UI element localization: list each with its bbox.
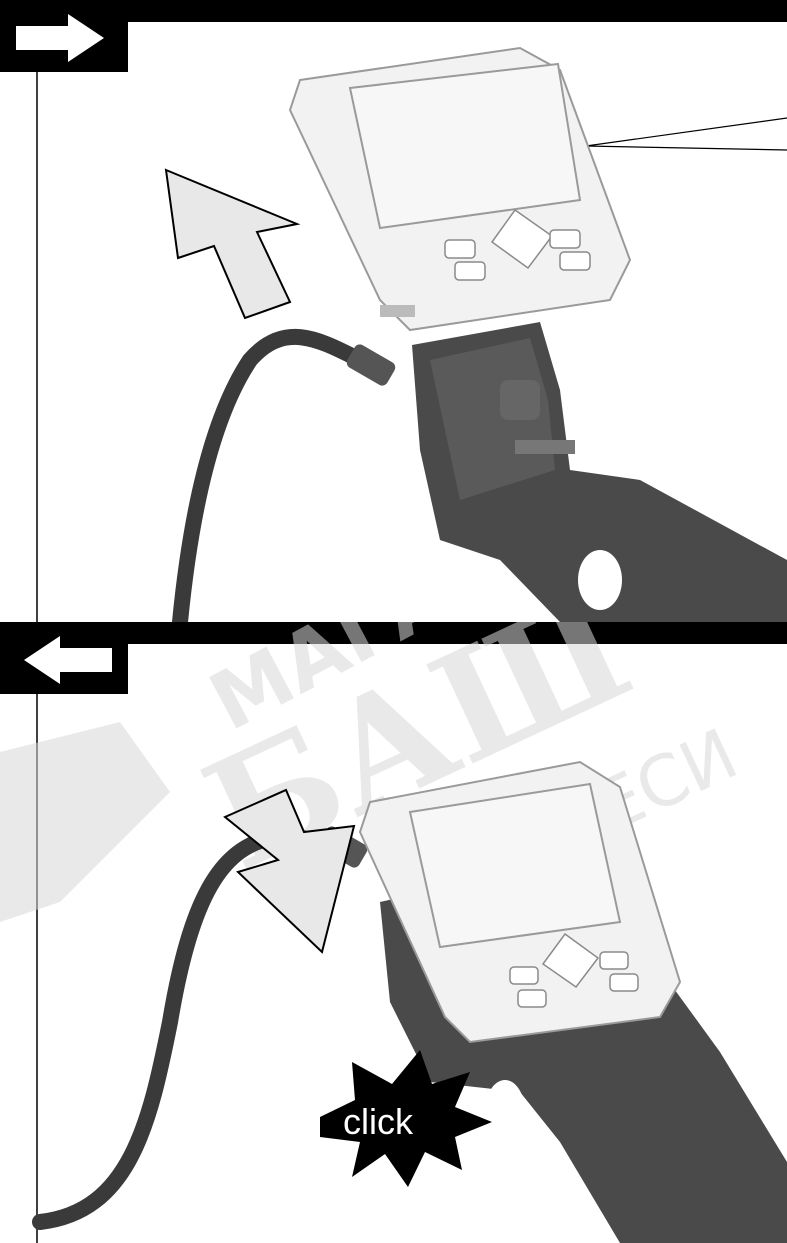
keypad-button-right-bottom[interactable] xyxy=(610,974,638,991)
keypad-button-right-top[interactable] xyxy=(550,230,580,248)
lift-up-arrow xyxy=(166,170,297,318)
instruction-panel-detach xyxy=(0,0,787,622)
keypad-button-left-top[interactable] xyxy=(510,967,538,984)
keypad-button-right-top[interactable] xyxy=(600,952,628,969)
display-unit xyxy=(290,48,630,330)
display-connector xyxy=(380,305,415,317)
keypad-button-left-top[interactable] xyxy=(445,240,475,258)
detach-illustration xyxy=(0,0,787,622)
handle-dock xyxy=(412,322,787,622)
dock-contacts xyxy=(515,440,575,454)
display-screen xyxy=(350,64,580,228)
click-label: click xyxy=(343,1101,414,1142)
keypad-button-right-bottom[interactable] xyxy=(560,252,590,270)
keypad-button-left-bottom[interactable] xyxy=(455,262,485,280)
dock-lock-button[interactable] xyxy=(500,380,540,420)
trigger-opening xyxy=(578,550,622,610)
cable xyxy=(180,337,360,622)
display-screen xyxy=(410,784,620,947)
watermark-hammer-icon xyxy=(0,722,170,922)
callout-leader-lines xyxy=(586,118,787,150)
keypad-button-left-bottom[interactable] xyxy=(518,990,546,1007)
instruction-panel-attach: МАГАЗИН БАШ ПРОФЕСИ xyxy=(0,622,787,1243)
trigger-opening xyxy=(485,1080,525,1144)
attach-illustration: МАГАЗИН БАШ ПРОФЕСИ xyxy=(0,622,787,1243)
